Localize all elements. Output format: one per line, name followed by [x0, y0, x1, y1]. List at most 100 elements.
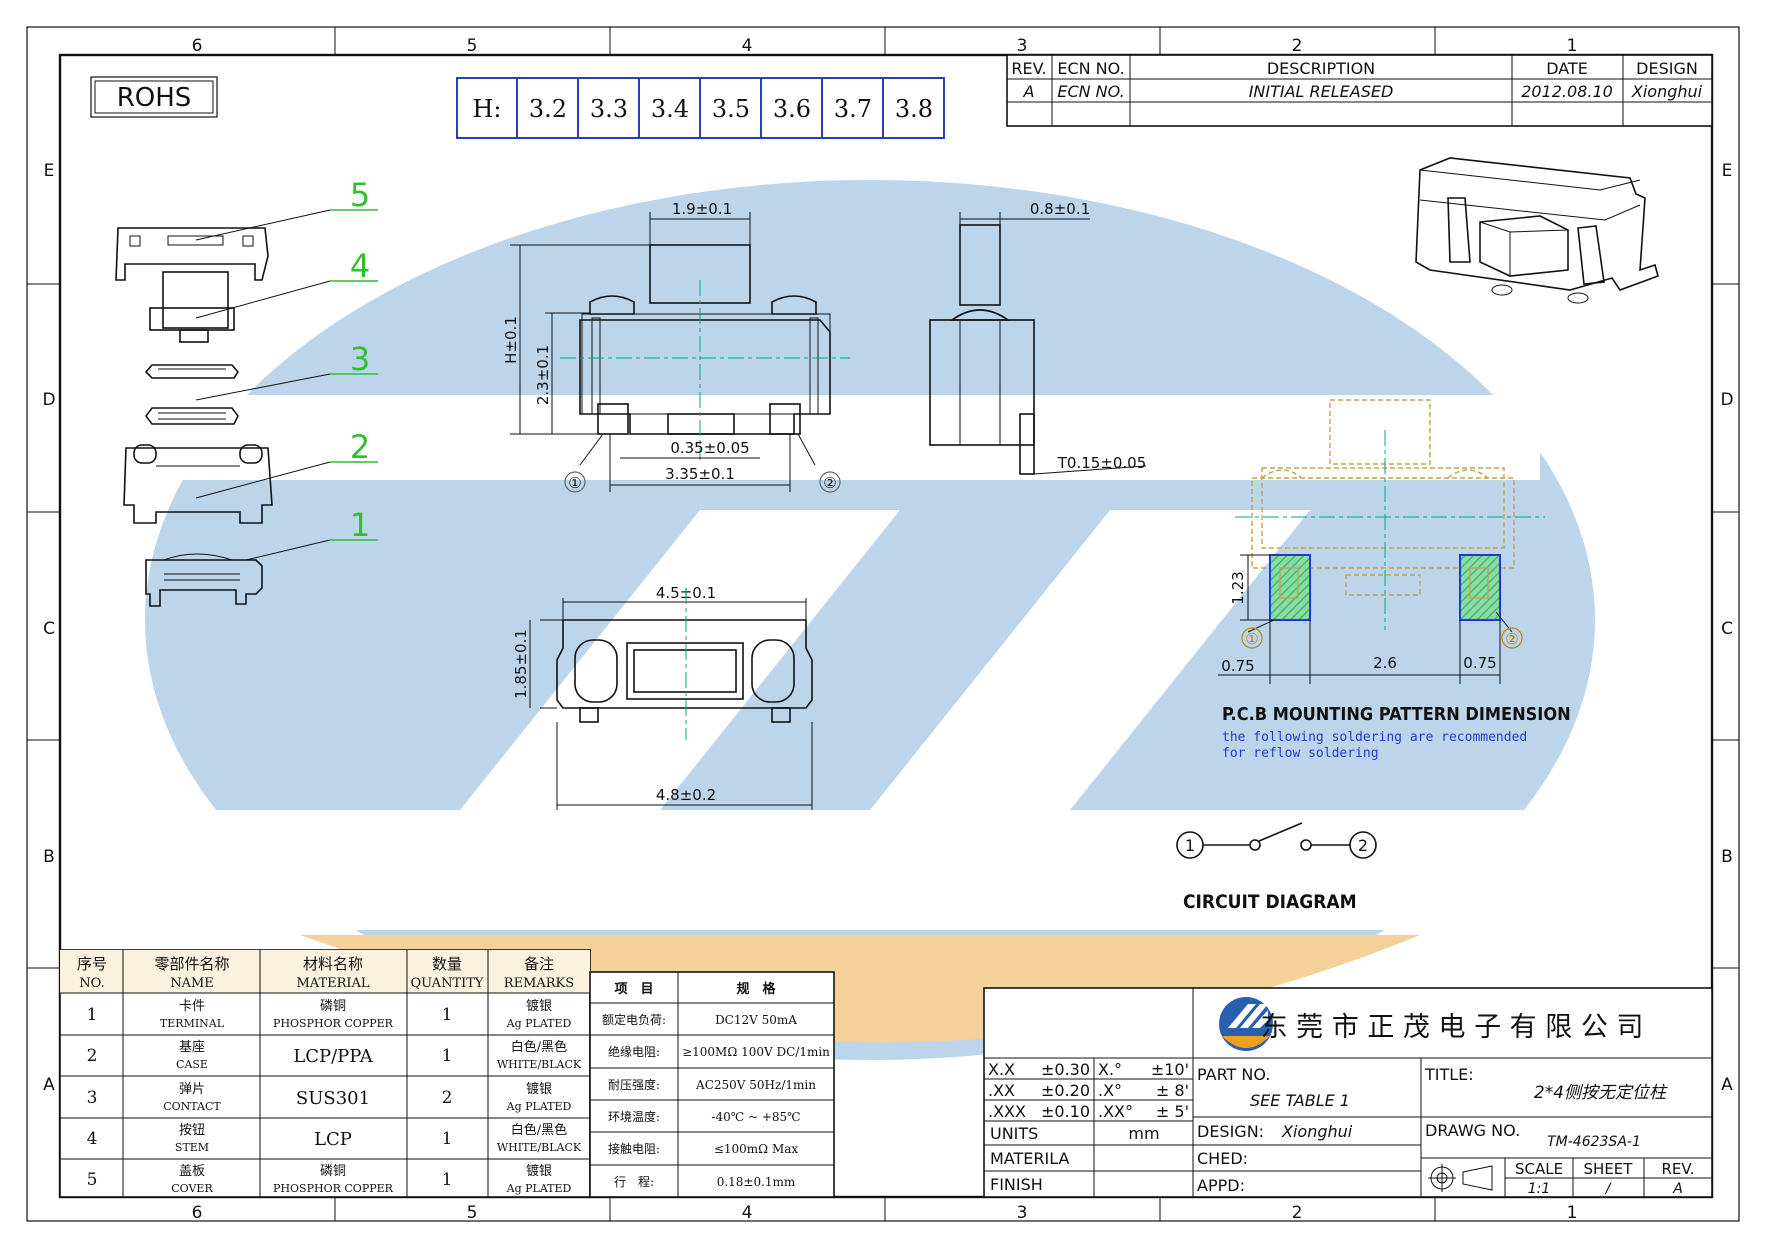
- spec-value: ≤100mΩ Max: [714, 1142, 799, 1156]
- pad-2-marker: ②: [1505, 630, 1518, 648]
- bom-cell-material-zh: 磷铜: [320, 999, 346, 1014]
- callout-3: 3: [350, 340, 370, 378]
- rev-value: A: [1023, 82, 1035, 101]
- row-label-b-right: B: [1721, 847, 1733, 867]
- part-case: [123, 444, 273, 524]
- pcb-mounting-pattern: 1.23 0.75 2.6 0.75 ① ② P.C.B MOUNTING PA…: [1218, 399, 1571, 761]
- spec-value: AC250V 50Hz/1min: [695, 1078, 816, 1092]
- spec-label: 环境温度:: [608, 1109, 660, 1124]
- spec-label: 耐压强度:: [608, 1077, 660, 1092]
- sheet-value: /: [1604, 1181, 1612, 1197]
- bom-header-remarks-zh: 备注: [524, 955, 554, 973]
- height-options-table: H: 3.2 3.3 3.4 3.5 3.6 3.7 3.8: [456, 77, 945, 139]
- bom-cell-remarks-zh: 镀银: [526, 998, 552, 1014]
- spec-label: 额定电负荷:: [602, 1012, 666, 1027]
- rev-header: REV.: [1011, 59, 1046, 78]
- dim-h: H±0.1: [502, 316, 520, 364]
- callout-1: 1: [350, 506, 370, 544]
- col-label-5-top: 5: [467, 36, 478, 56]
- units-value: mm: [1128, 1124, 1159, 1143]
- row-label-c-right: C: [1721, 619, 1733, 639]
- col-label-3-top: 3: [1017, 36, 1028, 56]
- side-view: 0.8±0.1 T0.15±0.05: [929, 200, 1147, 475]
- bom-cell-name-en: COVER: [171, 1182, 213, 1195]
- description-value: INITIAL RELEASED: [1249, 82, 1394, 101]
- tol-value: ±0.30: [1041, 1060, 1090, 1079]
- title-block: X.X ±0.30 X.° ±10' .XX ±0.20 .X° ± 8' .X…: [983, 987, 1713, 1198]
- bom-cell-name-zh: 按钮: [179, 1123, 205, 1138]
- bom-cell-qty: 2: [442, 1088, 453, 1108]
- bom-cell-qty: 1: [442, 1005, 453, 1025]
- finish-label: FINISH: [990, 1175, 1043, 1194]
- bom-header-name-en: NAME: [170, 976, 214, 991]
- col-label-5-bottom: 5: [467, 1203, 478, 1223]
- bom-cell-remarks-en: WHITE/BLACK: [497, 1058, 582, 1071]
- dim-thickness: T0.15±0.05: [1057, 454, 1147, 472]
- material-label: MATERILA: [990, 1149, 1070, 1168]
- drawing-no-label: DRAWG NO.: [1425, 1121, 1520, 1140]
- col-label-2-top: 2: [1292, 36, 1303, 56]
- bom-cell-remarks-zh: 白色/黑色: [511, 1039, 567, 1055]
- part-no-label: PART NO.: [1197, 1065, 1270, 1084]
- units-label: UNITS: [990, 1124, 1038, 1143]
- bom-cell-name-en: CONTACT: [163, 1100, 221, 1113]
- height-value: 3.4: [651, 95, 689, 123]
- dim-pin-width: 0.35±0.05: [670, 439, 749, 457]
- bom-cell-name-zh: 卡件: [179, 999, 205, 1014]
- col-label-2-bottom: 2: [1292, 1203, 1303, 1223]
- col-label-6-top: 6: [192, 36, 203, 56]
- tol-value: ±0.10: [1041, 1102, 1090, 1121]
- drawing-frame: 6 5 4 3 2 1 6 5 4 3 2 1 E D C B A E D C …: [26, 26, 1740, 1223]
- tol-angle-value: ± 5': [1156, 1102, 1189, 1121]
- part-cover: [115, 227, 269, 281]
- isometric-view: [1415, 157, 1659, 304]
- row-label-b-left: B: [43, 847, 55, 867]
- revision-block: REV. ECN NO. DESCRIPTION DATE DESIGN A E…: [1006, 54, 1713, 127]
- row-label-d-right: D: [1720, 390, 1733, 410]
- spec-label: 接触电阻:: [608, 1141, 660, 1156]
- bom-header-no-en: NO.: [79, 976, 104, 991]
- circuit-node-2: 2: [1358, 836, 1368, 855]
- pcb-note-1: the following soldering are recommended: [1222, 730, 1527, 745]
- bom-cell-material: LCP/PPA: [293, 1046, 373, 1067]
- bom-cell-remarks-en: WHITE/BLACK: [497, 1141, 582, 1154]
- dim-bottom-width: 4.8±0.2: [656, 786, 716, 804]
- bom-cell-remarks-zh: 镀银: [526, 1081, 552, 1097]
- rohs-label: ROHS: [117, 83, 192, 113]
- pad-2: [1459, 554, 1501, 621]
- rev-value: A: [1672, 1181, 1683, 1197]
- bom-table: 序号 NO. 零部件名称 NAME 材料名称 MATERIAL 数量 QUANT…: [59, 949, 591, 1198]
- dim-side-width: 0.8±0.1: [1030, 200, 1090, 218]
- callout-5: 5: [350, 176, 370, 214]
- pcb-note-2: for reflow soldering: [1222, 746, 1379, 761]
- front-view: H±0.1 2.3±0.1 1.9±0.1 3.35±0.1 0.35±0.05…: [502, 200, 850, 493]
- specification-table: 项 目 规 格 额定电负荷: DC12V 50mA 绝缘电阻: ≥100MΩ 1…: [589, 971, 835, 1198]
- bom-cell-name-zh: 基座: [179, 1040, 205, 1055]
- design-value: Xionghui: [1631, 82, 1703, 101]
- row-label-a-right: A: [1721, 1075, 1733, 1095]
- bom-header-no-zh: 序号: [77, 955, 107, 973]
- title-label: TITLE:: [1424, 1065, 1474, 1084]
- spec-label: 行 程:: [614, 1174, 654, 1189]
- sheet-label: SHEET: [1584, 1160, 1634, 1178]
- tol-value: ±0.20: [1041, 1081, 1090, 1100]
- callout-4: 4: [350, 247, 370, 285]
- pin1-marker: ①: [568, 474, 581, 492]
- dim-top-height: 1.85±0.1: [512, 629, 530, 699]
- row-label-d-left: D: [42, 390, 55, 410]
- top-view: 4.5±0.1 1.85±0.1 4.8±0.2: [512, 584, 813, 810]
- height-value: 3.6: [773, 95, 811, 123]
- ecn-header: ECN NO.: [1057, 59, 1124, 78]
- company-name: 东 莞 市 正 茂 电 子 有 限 公 司: [1261, 1012, 1644, 1043]
- bom-cell-material-en: PHOSPHOR COPPER: [273, 1182, 394, 1195]
- col-label-1-top: 1: [1567, 36, 1578, 56]
- bom-header-remarks-en: REMARKS: [504, 976, 574, 991]
- drawing-no-value: TM-4623SA-1: [1547, 1134, 1641, 1150]
- tol-angle-value: ±10': [1151, 1060, 1189, 1079]
- date-header: DATE: [1546, 59, 1588, 78]
- bom-cell-material: LCP: [314, 1129, 352, 1150]
- dim-pad-w1: 0.75: [1221, 657, 1254, 675]
- part-no-value: SEE TABLE 1: [1250, 1091, 1350, 1110]
- dim-h2: 2.3±0.1: [534, 345, 552, 405]
